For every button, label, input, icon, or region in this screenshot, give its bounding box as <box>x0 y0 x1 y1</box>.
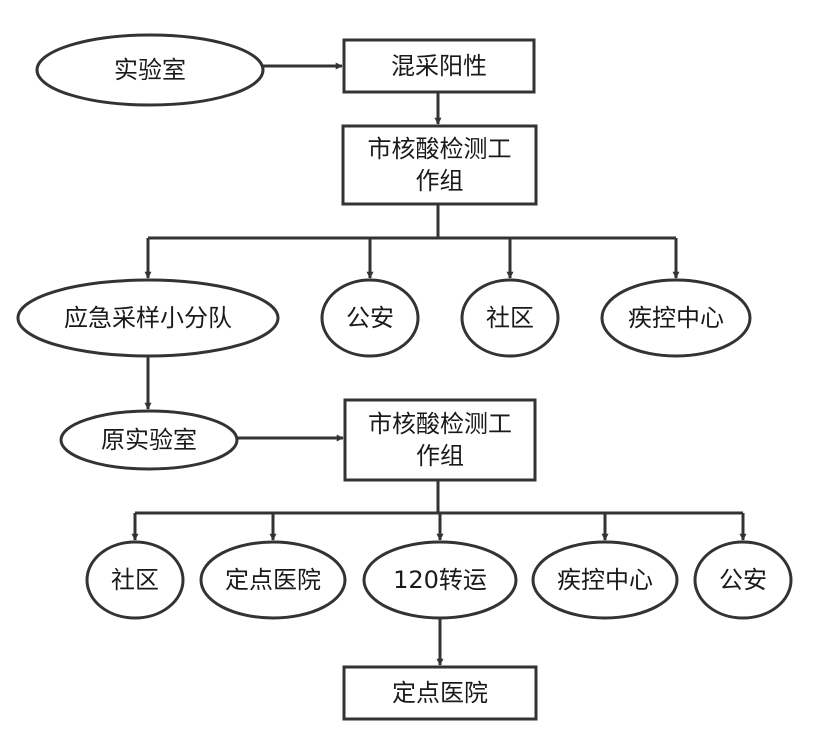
node-police-1-shape <box>320 278 420 358</box>
node-cdc-2-label: 疾控中心 <box>557 566 653 594</box>
node-city-group-2-shape <box>343 398 537 482</box>
shapes <box>16 33 793 721</box>
node-cdc-1-label: 疾控中心 <box>628 304 724 332</box>
connectors <box>131 62 747 666</box>
node-designated-hospital-2-shape <box>342 665 538 721</box>
node-designated-hospital-1-label: 定点医院 <box>225 566 321 594</box>
node-community-1-label: 社区 <box>486 304 534 332</box>
node-police-2-shape <box>693 540 793 620</box>
node-city-group-1-shape <box>341 124 538 206</box>
node-community-2-shape <box>85 540 185 620</box>
node-original-lab-label: 原实验室 <box>101 426 197 454</box>
node-lab-label: 实验室 <box>114 56 186 84</box>
node-original-lab-shape <box>59 409 239 471</box>
node-designated-hospital-2-label: 定点医院 <box>392 679 488 707</box>
node-city-group-1-label: 市核酸检测工 作组 <box>367 135 512 195</box>
node-lab-shape <box>35 33 265 107</box>
node-police-1-label: 公安 <box>346 304 394 332</box>
node-cdc-1-shape <box>600 278 752 358</box>
node-police-2-label: 公安 <box>719 566 767 594</box>
node-community-2-label: 社区 <box>111 566 159 594</box>
node-cdc-2-shape <box>531 540 679 620</box>
node-city-group-2-label: 市核酸检测工 作组 <box>368 410 512 470</box>
node-transfer-120-label: 120转运 <box>393 566 487 594</box>
node-mixed-positive-label: 混采阳性 <box>391 52 487 80</box>
node-designated-hospital-1-shape <box>199 540 347 620</box>
node-mixed-positive-shape <box>342 38 536 94</box>
node-community-1-shape <box>460 278 560 358</box>
node-emergency-team-label: 应急采样小分队 <box>64 304 232 332</box>
